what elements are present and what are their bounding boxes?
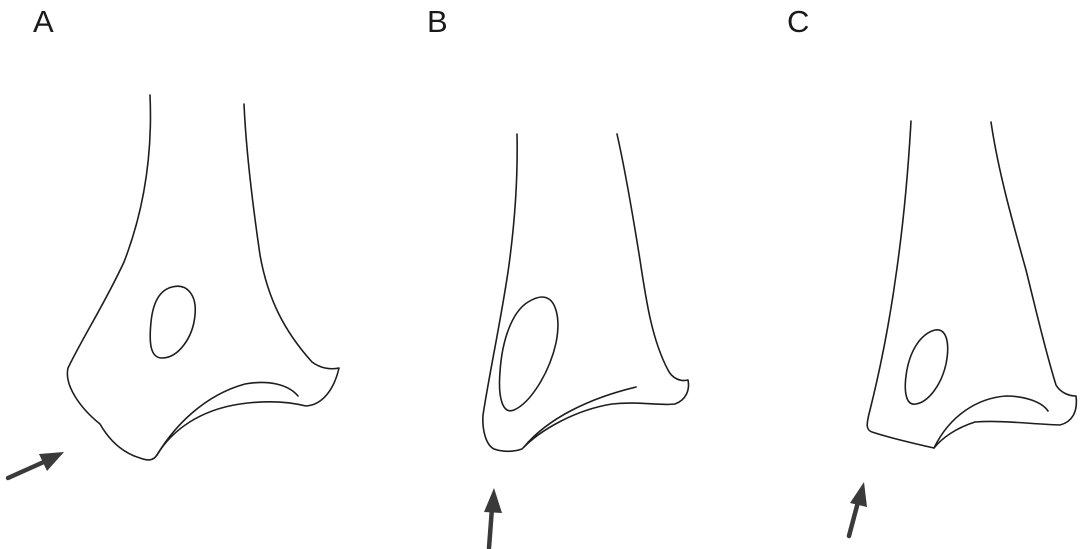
panel-a-inner-curve [157, 383, 298, 456]
panel-a-bone-outline [67, 95, 339, 460]
panel-a-arrow-head [39, 452, 64, 471]
panel-b-arrow-shaft [489, 508, 492, 548]
panel-c-bone-outline [867, 121, 1076, 448]
panel-c-arrow-shaft [849, 502, 858, 536]
panel-c-arrow [849, 482, 867, 536]
panel-b-arrow-head [484, 488, 502, 513]
panel-b-inner-curve [524, 387, 636, 447]
panel-a-drawing [8, 95, 339, 478]
panel-a-arrow-shaft [8, 461, 46, 478]
panel-c-drawing [849, 121, 1076, 536]
panel-a-arrow [8, 452, 64, 478]
panel-b-foramen [500, 297, 558, 411]
panel-a-foramen [150, 286, 195, 358]
panel-c-foramen [905, 330, 947, 404]
panel-b-drawing [483, 134, 689, 548]
panel-b-arrow [484, 488, 502, 548]
panel-c-arrow-head [850, 482, 867, 507]
